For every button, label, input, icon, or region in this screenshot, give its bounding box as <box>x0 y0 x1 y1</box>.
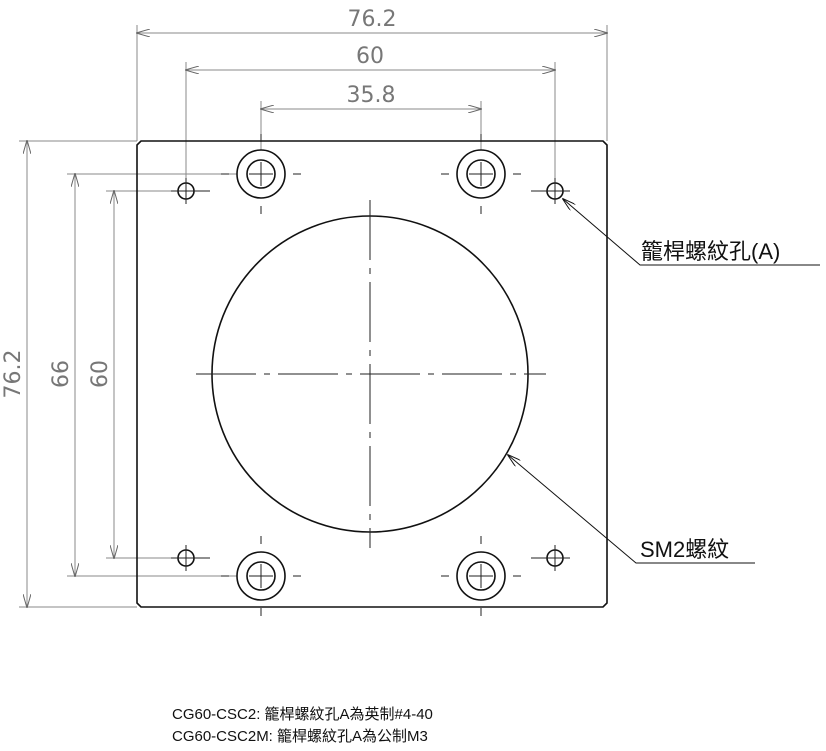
bore-centerlines <box>196 200 546 548</box>
note-imperial: CG60-CSC2: 籠桿螺紋孔A為英制#4-40 <box>172 705 433 723</box>
dim-left-small-holes: 60 <box>88 360 113 388</box>
extension-lines <box>19 25 608 608</box>
cage-rod-hole <box>531 545 570 571</box>
cage-rod-holes <box>171 178 570 571</box>
cage-rod-hole <box>171 178 210 204</box>
dim-left-overall: 76.2 <box>1 350 26 399</box>
counterbore-hole <box>441 134 521 214</box>
plate-outline <box>136 140 608 608</box>
leader-cage-rod-hole <box>563 199 820 266</box>
counterbore-hole <box>441 536 521 616</box>
counterbore-hole <box>221 134 301 214</box>
leader-sm2-thread <box>508 455 755 564</box>
dim-left-counterbore: 66 <box>49 360 74 388</box>
counterbore-hole <box>221 536 301 616</box>
label-cage-rod-hole: 籠桿螺紋孔(A) <box>641 239 780 264</box>
counterbore-holes <box>221 134 521 616</box>
label-sm2-thread: SM2螺紋 <box>640 537 729 562</box>
note-metric: CG60-CSC2M: 籠桿螺紋孔A為公制M3 <box>172 728 428 745</box>
dim-top-counterbore: 35.8 <box>347 83 396 108</box>
cage-rod-hole <box>171 545 210 571</box>
dim-top-small-holes: 60 <box>356 44 384 69</box>
dimension-lines <box>27 33 607 607</box>
cage-rod-hole <box>531 178 570 204</box>
dim-top-overall: 76.2 <box>348 7 397 32</box>
